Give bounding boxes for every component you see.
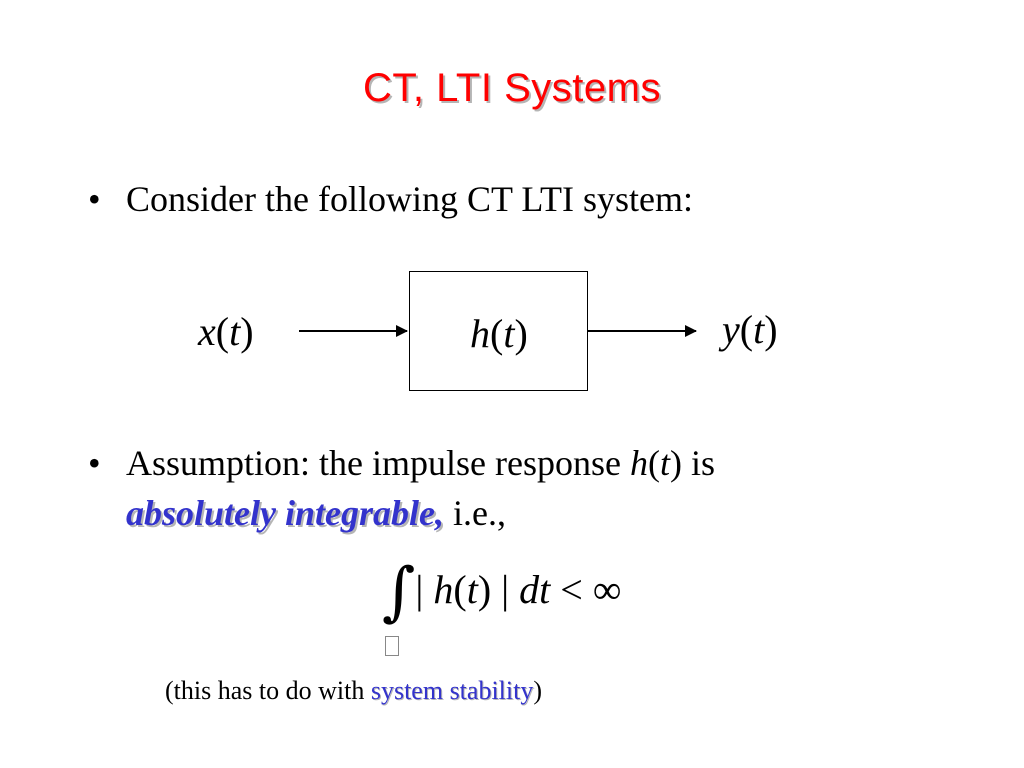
impulse-response-label: h(t) bbox=[470, 311, 528, 356]
input-arrow bbox=[299, 325, 408, 337]
system-stability-link[interactable]: system stability bbox=[370, 676, 534, 705]
bullet-marker: • bbox=[88, 179, 101, 219]
bullet-text: Assumption: the impulse response h(t) is bbox=[126, 443, 715, 483]
stability-note: (this has to do with system stability) bbox=[165, 676, 543, 705]
missing-glyph-icon bbox=[385, 636, 399, 656]
integral-condition: ∫| h(t) | dt < ∞ bbox=[382, 555, 622, 629]
integral-sign: ∫ bbox=[382, 555, 416, 629]
slide-title: CT, LTI Systems bbox=[363, 66, 661, 110]
bullet-text-line2: absolutely integrable, i.e., bbox=[126, 493, 506, 533]
bullet-text: Consider the following CT LTI system: bbox=[126, 179, 693, 219]
system-block bbox=[409, 271, 588, 391]
output-signal: y(t) bbox=[722, 307, 778, 352]
output-arrow bbox=[588, 325, 697, 337]
bullet-marker: • bbox=[88, 443, 101, 483]
input-signal: x(t) bbox=[198, 309, 254, 354]
emphasis-absolutely-integrable: absolutely integrable, bbox=[126, 493, 444, 533]
